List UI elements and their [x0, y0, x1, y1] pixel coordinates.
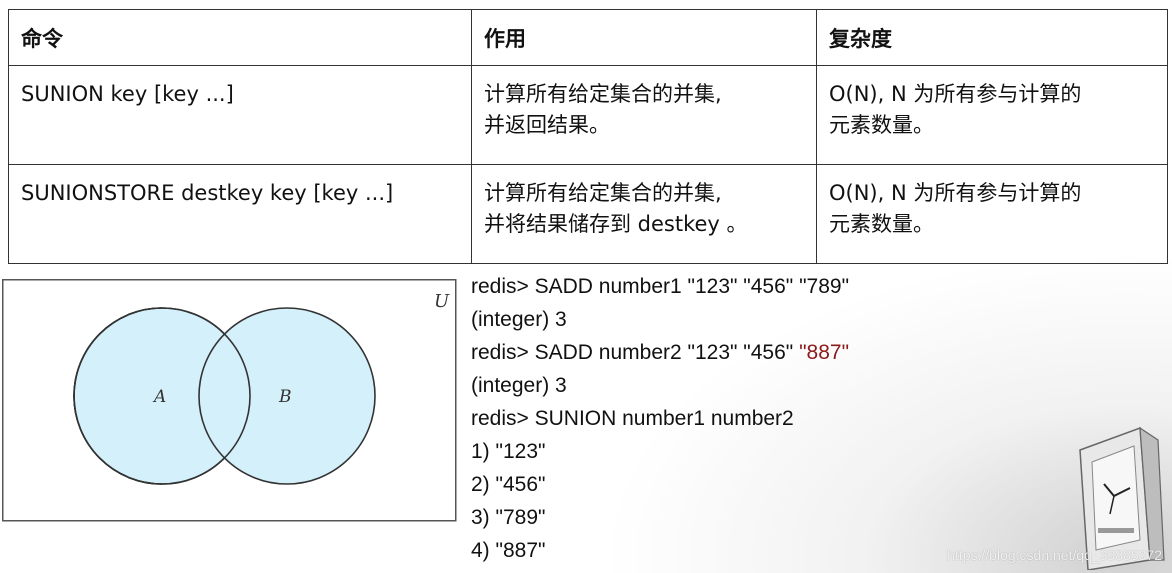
complexity-line: 元素数量。: [829, 212, 934, 236]
set-b-circle: [198, 307, 376, 485]
console-line: redis> SADD number2 "123" "456" "887": [471, 336, 849, 369]
highlighted-value: "887": [799, 341, 850, 364]
effect-line: 并返回结果。: [484, 113, 610, 137]
command-cell: SUNIONSTORE destkey key [key ...]: [8, 164, 472, 264]
effect-cell: 计算所有给定集合的并集, 并将结果储存到 destkey 。: [471, 164, 817, 264]
command-cell: SUNION key [key ...]: [8, 65, 472, 165]
table-row: SUNION key [key ...] 计算所有给定集合的并集, 并返回结果。…: [8, 65, 1168, 165]
command-table: 命令 作用 复杂度 SUNION key [key ...] 计算所有给定集合的…: [8, 9, 1168, 264]
set-b-label: B: [278, 387, 292, 407]
header-complexity: 复杂度: [816, 9, 1168, 66]
console-line: redis> SADD number1 "123" "456" "789": [471, 275, 850, 298]
console-text: redis> SADD number2 "123" "456": [471, 341, 800, 364]
complexity-line: O(N), N 为所有参与计算的: [829, 82, 1082, 106]
console-line: 2) "456": [471, 473, 546, 496]
universe-label: U: [434, 291, 450, 312]
console-line: 1) "123": [471, 440, 546, 463]
watermark: https://blog.csdn.net/qq_39885372: [947, 547, 1162, 563]
complexity-line: O(N), N 为所有参与计算的: [829, 181, 1082, 205]
effect-line: 并将结果储存到 destkey 。: [484, 212, 748, 236]
table-row: SUNIONSTORE destkey key [key ...] 计算所有给定…: [8, 164, 1168, 264]
console-line: 3) "789": [471, 506, 546, 529]
complexity-cell: O(N), N 为所有参与计算的 元素数量。: [816, 164, 1168, 264]
set-a-label: A: [152, 387, 166, 407]
effect-line: 计算所有给定集合的并集,: [484, 181, 722, 205]
complexity-line: 元素数量。: [829, 113, 934, 137]
redis-console-output: redis> SADD number1 "123" "456" "789" (i…: [471, 270, 849, 567]
table-header-row: 命令 作用 复杂度: [8, 9, 1168, 66]
effect-cell: 计算所有给定集合的并集, 并返回结果。: [471, 65, 817, 165]
set-a-outline: [73, 307, 251, 485]
console-line: 4) "887": [471, 539, 546, 562]
header-effect: 作用: [471, 9, 817, 66]
effect-line: 计算所有给定集合的并集,: [484, 82, 722, 106]
console-line: (integer) 3: [471, 308, 567, 331]
venn-diagram: U A B: [2, 279, 457, 522]
complexity-cell: O(N), N 为所有参与计算的 元素数量。: [816, 65, 1168, 165]
clock-decoration-icon: [1079, 426, 1165, 570]
console-line: redis> SUNION number1 number2: [471, 407, 794, 430]
console-line: (integer) 3: [471, 374, 567, 397]
header-command: 命令: [8, 9, 472, 66]
